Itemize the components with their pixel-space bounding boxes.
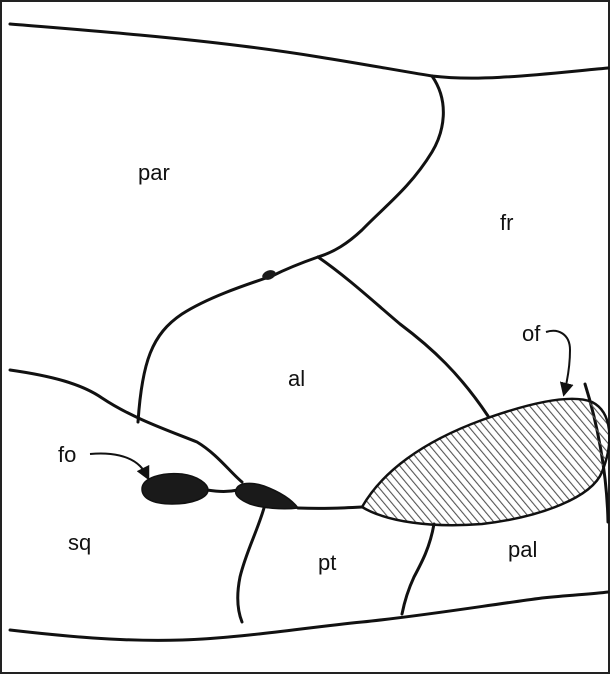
foramen-ovale-right (236, 483, 298, 508)
label-par: par (138, 160, 170, 185)
frontoparietal-suture (318, 76, 443, 257)
label-pal: pal (508, 537, 537, 562)
label-fr: fr (500, 210, 513, 235)
bottom-boundary-line (10, 592, 608, 640)
frontal-alisphenoid-suture (318, 257, 488, 416)
label-pt: pt (318, 550, 336, 575)
pterygoid-palatine-suture (402, 524, 434, 614)
label-sq: sq (68, 530, 91, 555)
orbital-fissure-shape (362, 399, 609, 525)
top-boundary-line (10, 24, 608, 78)
label-al: al (288, 366, 305, 391)
of-leader-arrow (546, 331, 570, 394)
squamosal-upper-suture (10, 370, 242, 482)
parietal-alisphenoid-suture (138, 257, 318, 422)
label-of: of (522, 321, 541, 346)
label-fo: fo (58, 442, 76, 467)
foramen-ovale-left (142, 474, 208, 504)
fo-leader-arrow (90, 454, 148, 479)
pterygoid-left-suture (238, 508, 264, 622)
